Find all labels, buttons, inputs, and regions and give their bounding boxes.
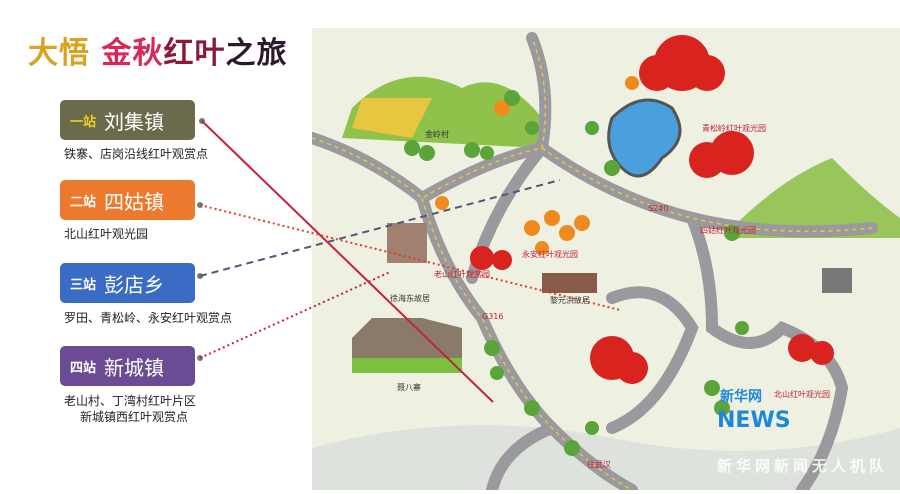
mountain-east xyxy=(732,158,900,238)
map-label: 聂八寨 xyxy=(397,383,421,392)
stop-1-badge: 一站刘集镇 xyxy=(60,100,195,140)
title-part: 金秋 xyxy=(101,36,164,71)
watermark-logo: NEWS xyxy=(717,408,791,433)
stop-number: 三站 xyxy=(70,277,97,293)
map-label: 老山红叶观赏园 xyxy=(434,270,490,279)
lake xyxy=(607,98,682,178)
stop-caption: 老山村、丁湾村红叶片区 xyxy=(64,394,197,408)
stop-number: 二站 xyxy=(70,194,97,210)
stop-caption: 北山红叶观光园 xyxy=(64,227,149,241)
title-part: 之旅 xyxy=(225,36,288,71)
stop-name: 四姑镇 xyxy=(104,189,165,214)
monument-icon xyxy=(822,268,852,293)
stop-4-badge: 四站新城镇 xyxy=(60,346,195,386)
connector-dot xyxy=(199,118,205,124)
title-part: 红叶 xyxy=(163,36,226,71)
map-label: 青松岭红叶观光园 xyxy=(702,124,766,133)
stop-caption-2: 新城镇西红叶观赏点 xyxy=(80,410,189,424)
shrubs xyxy=(352,358,462,373)
connector-dot xyxy=(197,355,203,361)
stop-number: 一站 xyxy=(70,114,97,130)
stop-number: 四站 xyxy=(70,360,97,376)
map-label: 金岭村 xyxy=(425,130,449,139)
stop-caption: 铁寨、店岗沿线红叶观赏点 xyxy=(64,147,209,161)
road-label: S240 xyxy=(648,204,669,213)
map-drawing xyxy=(312,32,900,490)
illustrated-map: 金岭村 青松岭红叶观光园 四姑红叶观光园 永安红叶观光园 老山红叶观赏园 徐海东… xyxy=(312,28,900,490)
watermark-caption: 新华网新闻无人机队 xyxy=(717,457,889,475)
map-label: 黎元洪故居 xyxy=(550,296,590,305)
stop-2-badge: 二站四姑镇 xyxy=(60,180,195,220)
page-title: 大悟 金秋红叶之旅 xyxy=(28,28,287,72)
mist-hills xyxy=(312,425,900,490)
map-label: 永安红叶观光园 xyxy=(522,250,578,259)
statue xyxy=(387,223,427,263)
road-label: G316 xyxy=(482,312,504,321)
map-label: 北山红叶观光园 xyxy=(774,390,830,399)
connector-dot xyxy=(197,273,203,279)
road-label: 往武汉 xyxy=(587,460,611,469)
watermark-logo-text: 新华网 xyxy=(720,389,762,405)
stop-name: 彭店乡 xyxy=(104,272,165,297)
connector-dot xyxy=(197,202,203,208)
map-label: 徐海东故居 xyxy=(390,294,430,303)
stop-name: 新城镇 xyxy=(104,355,165,380)
title-part: 大悟 xyxy=(28,36,90,71)
stop-name: 刘集镇 xyxy=(104,109,165,134)
map-label: 四姑红叶观光园 xyxy=(700,226,756,235)
liyuanhong-residence-icon xyxy=(542,273,597,293)
stop-caption: 罗田、青松岭、永安红叶观赏点 xyxy=(64,311,233,325)
stop-3-badge: 三站彭店乡 xyxy=(60,263,195,303)
